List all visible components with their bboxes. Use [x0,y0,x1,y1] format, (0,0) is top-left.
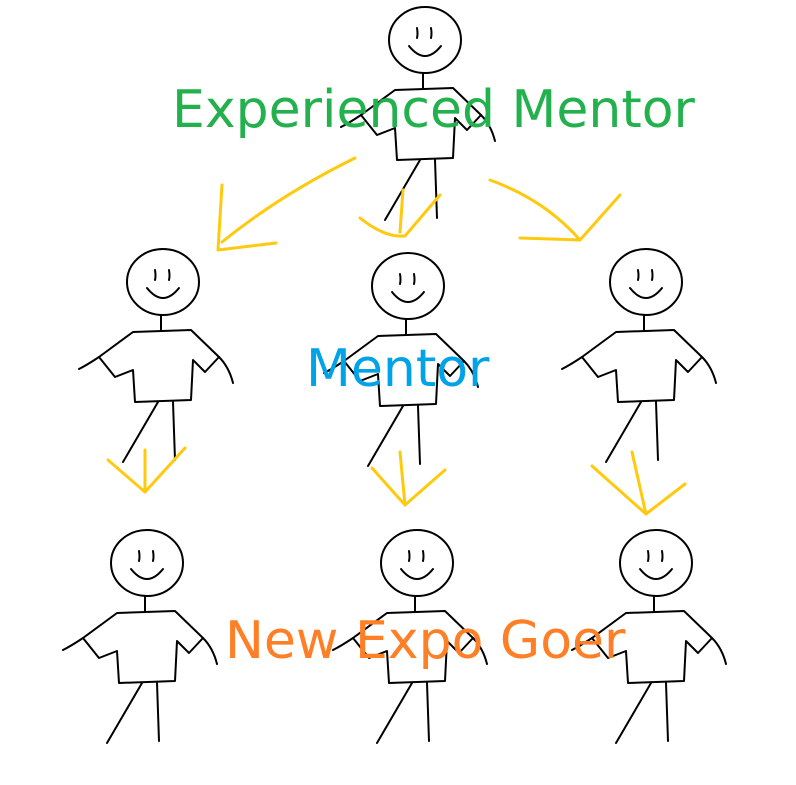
mentor-label: Mentor [306,339,490,399]
mentor-figure-1 [78,248,234,463]
arrow-down-icon [106,446,187,494]
new-expo-goer-label: New Expo Goer [225,611,626,671]
experienced-mentor-figure [340,6,496,221]
arrow-down-icon [358,188,442,238]
arrow-down-icon [370,450,447,507]
new-expo-goer-figure-3 [571,529,727,744]
arrow-down-icon [590,450,687,516]
arrow-down-icon [216,156,357,252]
experienced-mentor-label: Experienced Mentor [172,80,695,140]
new-expo-goer-figure-1 [62,529,218,744]
mentor-figure-2 [323,252,479,467]
new-expo-goer-figure-2 [332,529,488,744]
mentor-figure-3 [561,248,717,463]
arrow-down-icon [488,178,622,242]
